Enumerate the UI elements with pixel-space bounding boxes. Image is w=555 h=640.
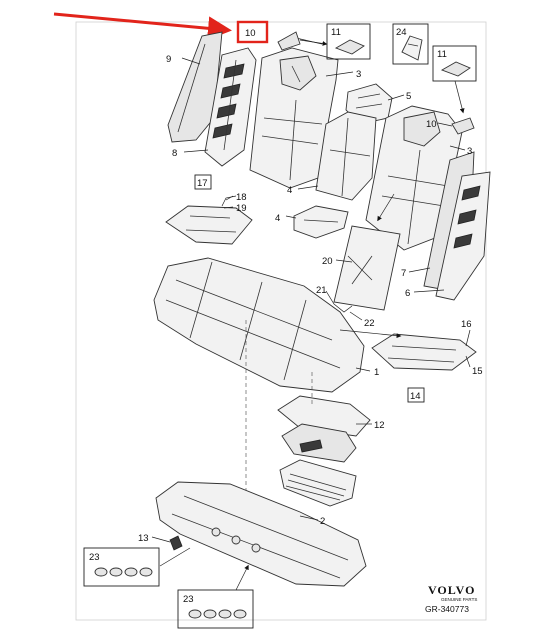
callout-12: 12 — [374, 420, 385, 431]
seat-pan — [155, 481, 367, 587]
callout-20: 20 — [322, 256, 333, 267]
callout-5: 5 — [406, 91, 411, 102]
clip-11-left — [334, 39, 365, 55]
callout-4-mid: 4 — [275, 213, 280, 224]
side-bolster-right — [423, 151, 491, 301]
callout-6: 6 — [405, 288, 410, 299]
nuts-23-bottom — [188, 609, 247, 619]
callout-11-left: 11 — [331, 27, 341, 38]
bracket-24 — [401, 35, 423, 61]
nuts-23-left-box — [83, 547, 160, 587]
callout-17: 17 — [197, 178, 208, 189]
heating-mat-20 — [333, 225, 401, 311]
callout-1: 1 — [374, 367, 379, 378]
clip-10-right — [451, 117, 475, 135]
callout-15: 15 — [472, 366, 483, 377]
callout-14: 14 — [410, 391, 421, 402]
red-pointer-arrow — [53, 12, 232, 41]
backrest-centre — [315, 111, 377, 201]
callout-3-top: 3 — [356, 69, 361, 80]
seat-cushion — [153, 257, 365, 393]
armrest-module-4 — [293, 205, 349, 239]
highlight-box — [236, 20, 269, 44]
nuts-23-bottom-box — [177, 589, 254, 629]
callout-23-left: 23 — [89, 552, 100, 563]
clip-11-right-box — [432, 45, 477, 82]
callout-7: 7 — [401, 268, 406, 279]
callout-9: 9 — [166, 54, 171, 65]
callout-19: 19 — [236, 203, 247, 214]
seat-mechanism — [279, 459, 357, 507]
backrest-left — [249, 47, 339, 189]
callout-22: 22 — [364, 318, 375, 329]
box-17 — [194, 174, 212, 190]
clip-11-right — [440, 61, 471, 77]
callout-18: 18 — [236, 192, 247, 203]
diagram-frame — [75, 21, 487, 621]
nuts-23-left — [94, 567, 153, 577]
heating-mat-cushion — [371, 333, 477, 371]
callout-23-bottom: 23 — [183, 594, 194, 605]
brand-sub: GENUINE PARTS — [441, 597, 477, 602]
callout-21: 21 — [316, 285, 327, 296]
callout-11-right: 11 — [437, 49, 447, 60]
heating-mat-back — [165, 205, 253, 245]
callout-10-top: 10 — [245, 28, 256, 39]
bracket-24-box — [392, 23, 429, 65]
callout-24: 24 — [396, 27, 407, 38]
screw-13 — [169, 535, 183, 551]
drawing-code: GR-340773 — [425, 604, 469, 614]
brand-name: VOLVO — [428, 583, 475, 597]
callout-8: 8 — [172, 148, 177, 159]
callout-10-right: 10 — [426, 119, 437, 130]
callout-4-top: 4 — [287, 185, 292, 196]
callout-2: 2 — [320, 516, 325, 527]
backrest-frame-left — [204, 47, 257, 167]
callout-16: 16 — [461, 319, 472, 330]
cushion-frame-12 — [277, 395, 371, 463]
callout-3-right: 3 — [467, 146, 472, 157]
callout-13: 13 — [138, 533, 149, 544]
box-14 — [407, 387, 425, 403]
